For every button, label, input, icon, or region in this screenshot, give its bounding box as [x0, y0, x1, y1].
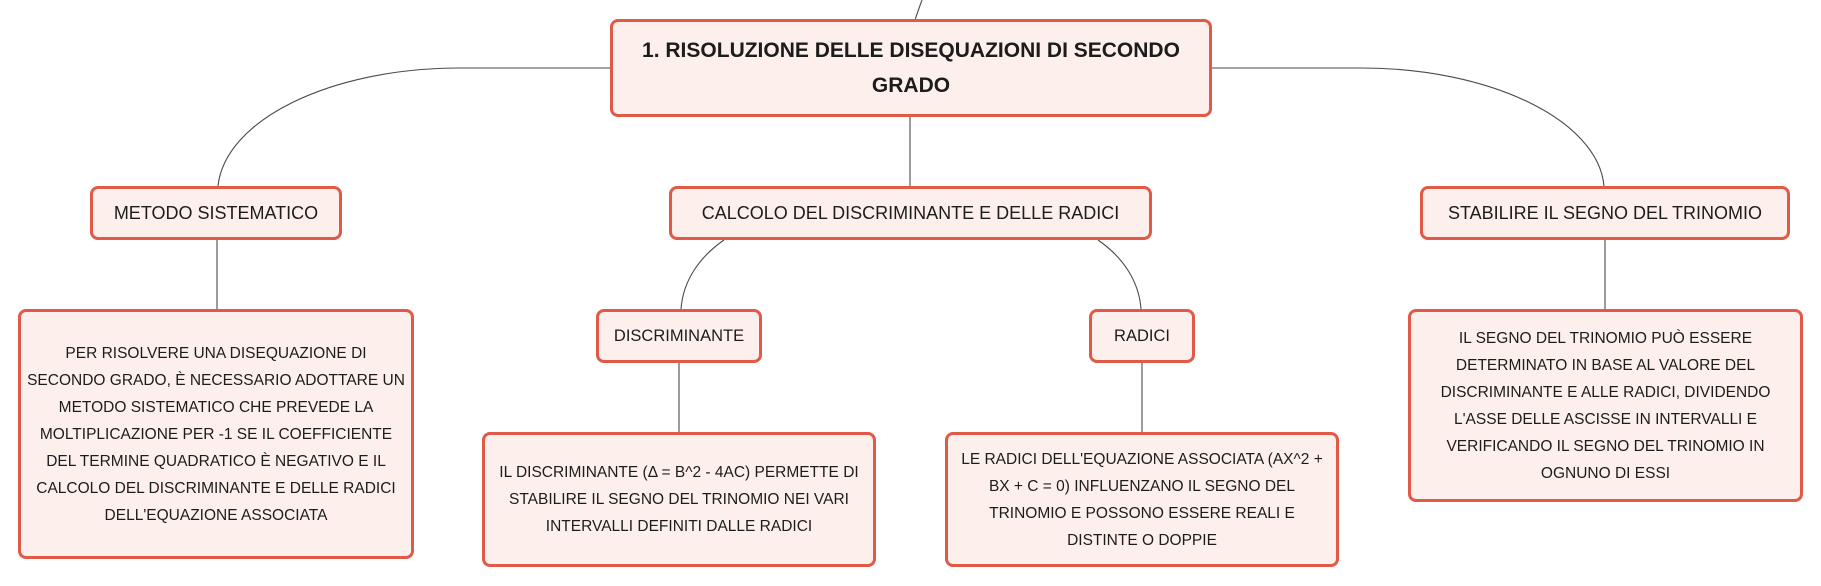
connector-calcolo-discriminante	[680, 239, 725, 310]
subtopic-radici[interactable]: RADICI	[1089, 309, 1195, 363]
topic-metodo-label: METODO SISTEMATICO	[113, 202, 319, 223]
root-node-label: 1. RISOLUZIONE DELLE DISEQUAZIONI DI SEC…	[642, 39, 1180, 97]
topic-segno-trinomio[interactable]: STABILIRE IL SEGNO DEL TRINOMIO	[1420, 186, 1790, 240]
detail-metodo-sistematico[interactable]: PER RISOLVERE UNA DISEQUAZIONE DI SECOND…	[18, 309, 414, 559]
detail-segno-text: IL SEGNO DEL TRINOMIO PUÒ ESSERE DETERMI…	[1440, 329, 1771, 482]
connector-calcolo-radici	[1097, 239, 1142, 310]
topic-calcolo-label: CALCOLO DEL DISCRIMINANTE E DELLE RADICI	[701, 202, 1120, 223]
detail-discriminante-text: IL DISCRIMINANTE (Δ = B^2 - 4AC) PERMETT…	[499, 464, 859, 535]
detail-segno-trinomio[interactable]: IL SEGNO DEL TRINOMIO PUÒ ESSERE DETERMI…	[1408, 309, 1803, 502]
topic-segno-label: STABILIRE IL SEGNO DEL TRINOMIO	[1447, 202, 1763, 223]
subtopic-discriminante[interactable]: DISCRIMINANTE	[596, 309, 762, 363]
root-node[interactable]: 1. RISOLUZIONE DELLE DISEQUAZIONI DI SEC…	[610, 19, 1212, 117]
subtopic-discriminante-label: DISCRIMINANTE	[613, 326, 745, 345]
detail-metodo-text: PER RISOLVERE UNA DISEQUAZIONE DI SECOND…	[27, 344, 405, 524]
detail-radici-text: LE RADICI DELL'EQUAZIONE ASSOCIATA (AX^2…	[961, 450, 1323, 549]
connector-root-segno	[1212, 67, 1605, 187]
detail-discriminante[interactable]: IL DISCRIMINANTE (Δ = B^2 - 4AC) PERMETT…	[482, 432, 876, 567]
connector-root-incoming	[914, 0, 923, 21]
connector-root-metodo	[217, 67, 610, 187]
topic-calcolo-discriminante-radici[interactable]: CALCOLO DEL DISCRIMINANTE E DELLE RADICI	[669, 186, 1152, 240]
detail-radici[interactable]: LE RADICI DELL'EQUAZIONE ASSOCIATA (AX^2…	[945, 432, 1339, 567]
subtopic-radici-label: RADICI	[1114, 326, 1170, 345]
topic-metodo-sistematico[interactable]: METODO SISTEMATICO	[90, 186, 342, 240]
